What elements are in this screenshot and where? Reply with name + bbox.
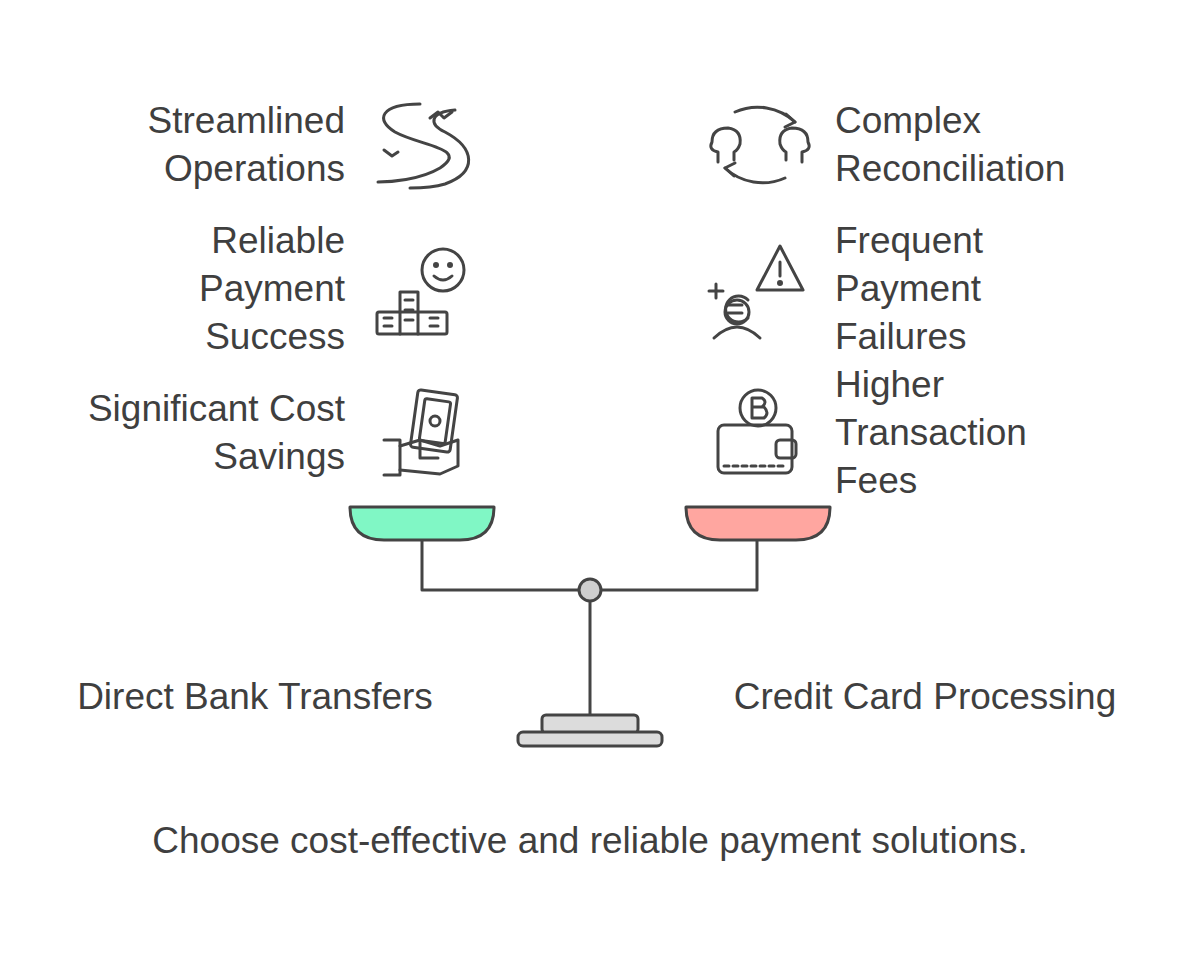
option-label: Direct Bank Transfers [0, 673, 515, 721]
scale-foot [518, 732, 662, 746]
drawback-label: Frequent Payment Failures [835, 217, 1095, 361]
scale-post [589, 600, 592, 716]
drawback-label: Higher Transaction Fees [835, 361, 1095, 505]
reconciliation-icon [711, 107, 809, 183]
drawback-label: Complex Reconciliation [835, 97, 1095, 193]
benefit-label: Streamlined Operations [45, 97, 345, 193]
option-label: Credit Card Processing [665, 673, 1185, 721]
failure-icon [709, 246, 803, 338]
success-icon [377, 249, 464, 334]
savings-icon [384, 389, 458, 475]
left-pan [350, 507, 494, 540]
right-pan [686, 507, 830, 540]
road-icon [378, 104, 469, 188]
scale-pivot [579, 579, 601, 601]
benefit-label: Significant Cost Savings [55, 385, 345, 481]
caption-text: Choose cost-effective and reliable payme… [40, 817, 1140, 865]
scale-base [542, 715, 638, 733]
benefit-label: Reliable Payment Success [65, 217, 345, 361]
wallet-icon [718, 390, 796, 473]
